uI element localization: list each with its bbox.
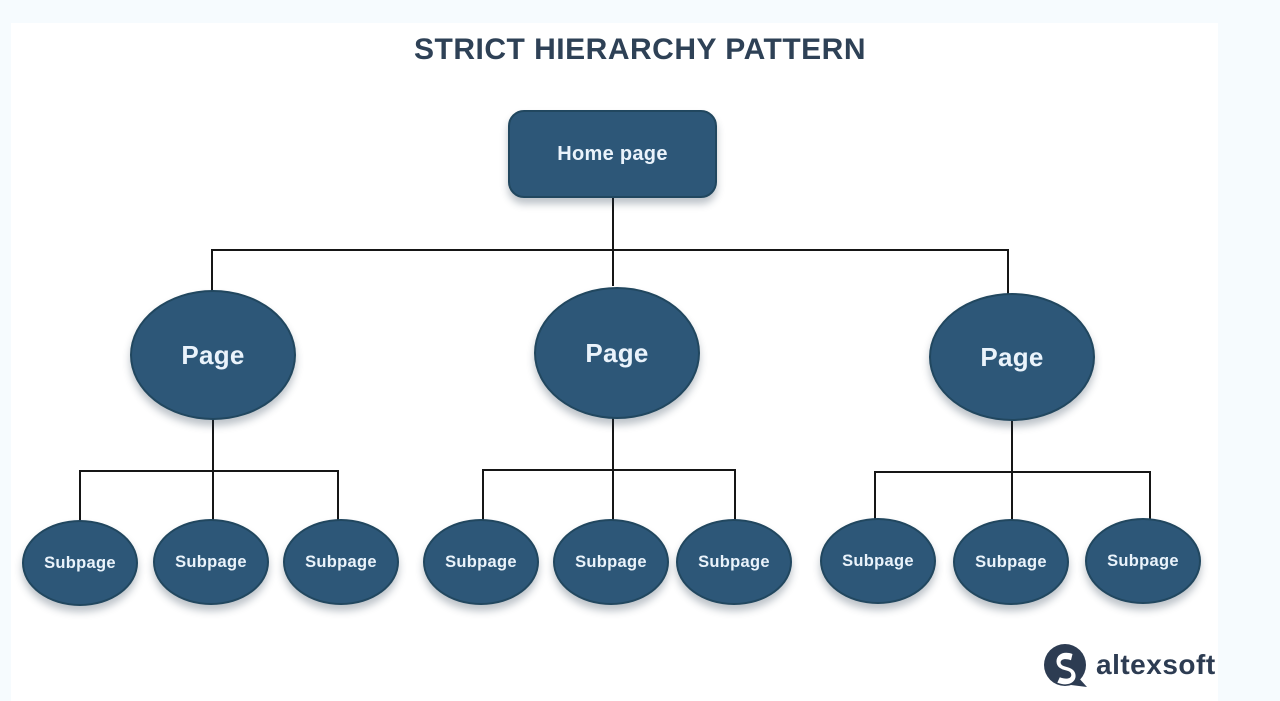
subpage-label: Subpage: [44, 553, 116, 572]
page-node-2: Page: [534, 287, 700, 419]
page-label: Page: [980, 341, 1044, 372]
subpage-label: Subpage: [445, 552, 517, 571]
altexsoft-logo-text: altexsoft: [1096, 649, 1216, 680]
subpage-node-2-3: Subpage: [676, 519, 792, 605]
page-node-1: Page: [130, 290, 296, 420]
subpage-node-1-2: Subpage: [153, 519, 269, 605]
page-label: Page: [585, 337, 649, 368]
subpage-node-3-2: Subpage: [953, 519, 1069, 605]
subpage-node-2-1: Subpage: [423, 519, 539, 605]
subpage-node-1-3: Subpage: [283, 519, 399, 605]
home-page-node: Home page: [508, 110, 717, 198]
page-node-3: Page: [929, 293, 1095, 421]
home-page-label: Home page: [557, 142, 668, 165]
subpage-node-3-3: Subpage: [1085, 518, 1201, 604]
subpage-label: Subpage: [698, 552, 770, 571]
diagram-title: STRICT HIERARCHY PATTERN: [413, 33, 866, 66]
page-label: Page: [181, 339, 245, 370]
subpage-label: Subpage: [975, 552, 1047, 571]
subpage-node-3-1: Subpage: [820, 518, 936, 604]
subpage-label: Subpage: [842, 551, 914, 570]
subpage-label: Subpage: [305, 552, 377, 571]
subpage-label: Subpage: [1107, 551, 1179, 570]
subpage-label: Subpage: [575, 552, 647, 571]
altexsoft-logo: altexsoft: [1043, 642, 1216, 690]
subpage-node-2-2: Subpage: [553, 519, 669, 605]
subpage-node-1-1: Subpage: [22, 520, 138, 606]
subpage-label: Subpage: [175, 552, 247, 571]
altexsoft-logo-mark-icon: [1044, 644, 1087, 687]
